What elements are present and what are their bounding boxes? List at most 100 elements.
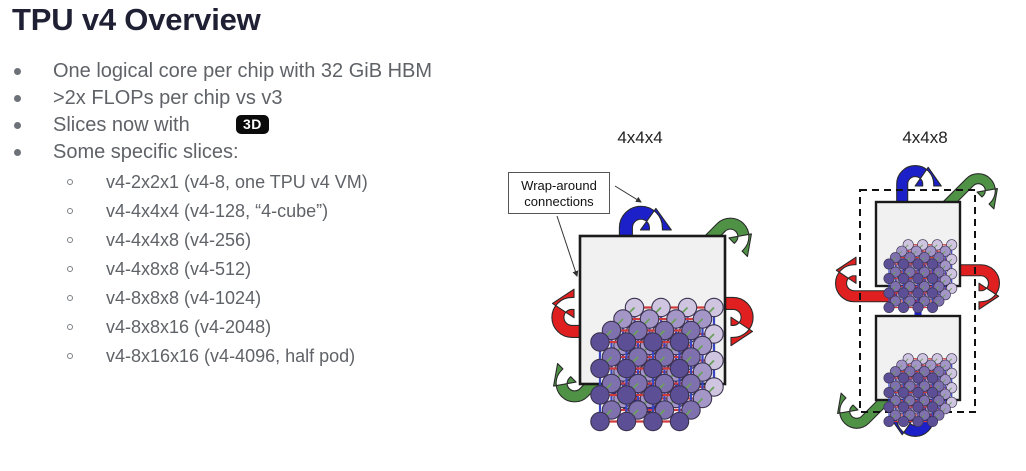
page-title: TPU v4 Overview <box>12 2 261 37</box>
lattice-node <box>883 272 895 285</box>
lattice-layer <box>883 257 940 314</box>
lattice-node <box>912 287 924 299</box>
lattice-node <box>897 401 910 413</box>
lattice-node <box>926 372 939 384</box>
lattice-node <box>926 301 939 314</box>
lattice-node <box>926 415 939 428</box>
lattice-node <box>883 301 895 314</box>
diagram-label-right: 4x4x8 <box>902 128 948 147</box>
lattice-node <box>912 301 924 314</box>
diagram-4x4x4: 4x4x4 Wrap-around connections <box>495 128 805 468</box>
lattice-node <box>912 386 924 399</box>
lattice-node <box>897 287 910 299</box>
lattice-node <box>897 301 910 314</box>
bullet-dot-icon <box>14 149 21 156</box>
lattice-node <box>883 386 895 399</box>
sub-bullet-item: v4-4x8x8 (v4-512) <box>0 255 470 284</box>
wrap-arrow-top-blue <box>896 165 942 227</box>
wrap-around-callout: Wrap-around connections <box>508 172 610 214</box>
three-d-badge: 3D <box>236 115 269 134</box>
lattice-node <box>643 358 663 379</box>
lattice-node <box>590 385 610 405</box>
lattice-node <box>912 258 924 270</box>
sub-bullet-ring-icon <box>67 266 73 272</box>
sub-bullet-item: v4-8x8x16 (v4-2048) <box>0 313 470 342</box>
lattice-node <box>669 358 690 379</box>
sub-bullet-ring-icon <box>67 237 73 243</box>
bullet-label: Slices now with <box>53 114 190 136</box>
callout-leader-1 <box>614 185 642 203</box>
lattice-node <box>912 415 924 428</box>
sub-bullet-item: v4-4x4x4 (v4-128, “4-cube”) <box>0 197 470 226</box>
bullet-label: One logical core per chip with 32 GiB HB… <box>53 60 433 82</box>
lattice-node <box>883 415 895 428</box>
callout-line-2: connections <box>524 194 594 209</box>
bullet-item: Some specific slices: <box>0 139 470 166</box>
lattice-node <box>643 385 663 405</box>
diagram-label-left: 4x4x4 <box>617 128 663 147</box>
sub-bullet-label: v4-4x4x4 (v4-128, “4-cube”) <box>106 201 329 221</box>
sub-bullet-list: v4-2x2x1 (v4-8, one TPU v4 VM) v4-4x4x4 … <box>0 168 470 371</box>
diagram-left-canvas <box>551 185 754 432</box>
lattice-node <box>883 372 895 384</box>
wrap-arrow-right-red <box>936 264 1000 310</box>
lattice-layer <box>883 371 940 428</box>
wrap-arrow-right-red <box>684 296 754 347</box>
lattice-node <box>643 332 663 352</box>
lattice-node <box>897 272 910 285</box>
bullet-dot-icon <box>14 95 21 102</box>
lattice-node <box>616 332 637 352</box>
lattice-node <box>897 258 910 270</box>
bullet-item: >2x FLOPs per chip vs v3 <box>0 85 470 112</box>
lattice-group <box>883 353 958 428</box>
lattice-node <box>616 385 637 405</box>
lattice-node <box>926 258 939 270</box>
lattice-node <box>926 386 939 399</box>
lattice-node <box>926 272 939 285</box>
lattice-group <box>590 297 724 432</box>
lattice-node <box>912 272 924 285</box>
bullet-list: One logical core per chip with 32 GiB HB… <box>0 58 470 371</box>
callout-line-1: Wrap-around <box>521 178 597 193</box>
diagram-right-canvas <box>835 165 1000 437</box>
callout-leader-2 <box>556 215 579 277</box>
sub-bullet-item: v4-2x2x1 (v4-8, one TPU v4 VM) <box>0 168 470 197</box>
lattice-node <box>912 401 924 413</box>
lattice-node <box>669 385 690 405</box>
bullet-dot-icon <box>14 68 21 75</box>
bullet-label: >2x FLOPs per chip vs v3 <box>53 87 283 109</box>
lattice-node <box>897 372 910 384</box>
lattice-node <box>912 372 924 384</box>
sub-bullet-ring-icon <box>67 324 73 330</box>
bullet-item: Slices now with 3D <box>0 112 470 139</box>
lattice-node <box>883 287 895 299</box>
lattice-node <box>669 411 690 432</box>
lattice-node <box>616 411 637 432</box>
sub-bullet-item: v4-8x8x8 (v4-1024) <box>0 284 470 313</box>
wrap-arrow-left-red <box>551 288 621 338</box>
lattice-group <box>883 239 958 314</box>
lattice-node <box>590 332 610 352</box>
sub-bullet-label: v4-2x2x1 (v4-8, one TPU v4 VM) <box>106 172 368 192</box>
sub-bullet-item: v4-8x16x16 (v4-4096, half pod) <box>0 342 470 371</box>
sub-bullet-label: v4-8x8x16 (v4-2048) <box>106 317 272 337</box>
sub-bullet-ring-icon <box>67 295 73 301</box>
lattice-node <box>669 332 690 352</box>
wrap-arrow-left-red <box>835 256 899 303</box>
diagram-4x4x8: 4x4x8 <box>825 128 1025 468</box>
lattice-node <box>616 358 637 379</box>
lattice-layer <box>590 329 692 432</box>
lattice-node <box>590 358 610 379</box>
lattice-node <box>883 401 895 413</box>
sub-bullet-label: v4-4x4x8 (v4-256) <box>106 230 252 250</box>
lattice-node <box>883 258 895 270</box>
lattice-node <box>926 401 939 413</box>
bullet-dot-icon <box>14 122 21 129</box>
lattice-node <box>643 411 663 432</box>
lattice-node <box>897 415 910 428</box>
lattice-node <box>590 411 610 432</box>
sub-bullet-ring-icon <box>67 179 73 185</box>
bullet-item: One logical core per chip with 32 GiB HB… <box>0 58 470 85</box>
sub-bullet-label: v4-4x8x8 (v4-512) <box>106 259 252 279</box>
